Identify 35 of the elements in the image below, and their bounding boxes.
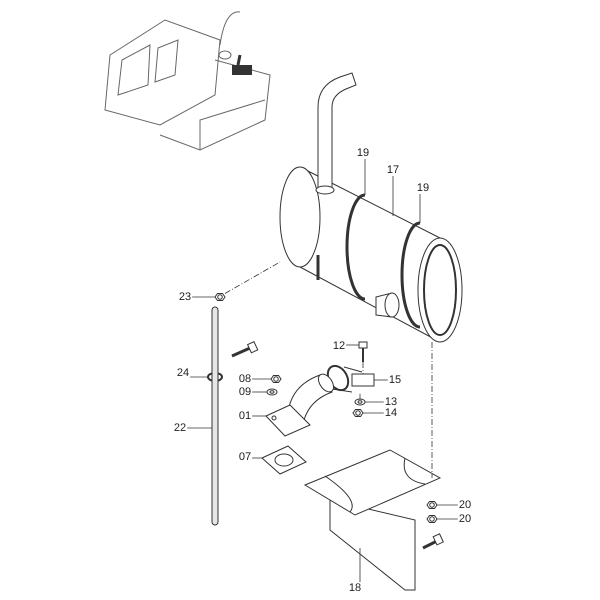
- callout-number: 24: [176, 367, 190, 379]
- callout-number: 15: [388, 374, 402, 386]
- callout-number: 23: [178, 291, 192, 303]
- support-bracket: [304, 449, 442, 590]
- callout-number: 09: [238, 386, 252, 398]
- leader-line: [436, 504, 458, 506]
- leader-line: [364, 158, 366, 196]
- leader-line: [192, 296, 216, 298]
- callout-number: 12: [332, 340, 346, 352]
- washer: [354, 398, 366, 406]
- leader-line: [392, 176, 394, 216]
- support-rod: [212, 306, 218, 526]
- callout-number: 08: [238, 373, 252, 385]
- callout-number: 22: [172, 422, 188, 434]
- callout-number: 20: [458, 499, 472, 511]
- callout-number: 01: [238, 410, 252, 422]
- leader-line: [346, 344, 360, 346]
- elbow-pipe: [265, 374, 334, 437]
- nut: [352, 409, 364, 417]
- assembly-line: [362, 362, 364, 374]
- gasket: [261, 445, 307, 475]
- leader-line: [362, 412, 384, 414]
- callout-number: 18: [348, 582, 362, 594]
- leader-line: [436, 518, 458, 520]
- callout-number: 13: [384, 396, 398, 408]
- leader-line: [190, 376, 208, 378]
- assembly-line: [224, 262, 280, 294]
- pipe-clamp: [326, 364, 374, 392]
- bolt: [358, 342, 368, 362]
- nut: [214, 293, 226, 301]
- callout-number: 14: [384, 407, 398, 419]
- muffler: [280, 72, 462, 342]
- callout-number: 20: [458, 513, 472, 525]
- leader-line: [252, 378, 272, 380]
- callout-number: 07: [238, 451, 252, 463]
